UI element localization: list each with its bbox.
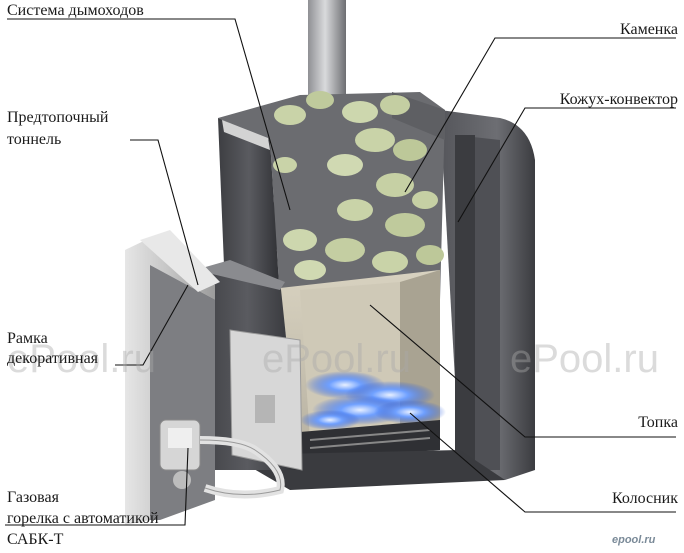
leader-heater-stones (404, 37, 676, 193)
label-decorative-frame-1: Рамка (7, 330, 48, 347)
leader-grate (409, 412, 676, 513)
burner-flames (300, 371, 446, 430)
label-gas-burner-3: САБК-Т (7, 531, 64, 548)
leader-flue-system (7, 18, 291, 211)
label-decorative-frame-2: декоративная (7, 350, 99, 367)
watermark-right: ePool.ru (510, 337, 659, 381)
label-convector-casing: Кожух-конвектор (559, 91, 678, 108)
label-gas-burner-2: горелка с автоматикой (7, 510, 159, 527)
label-grate: Колосник (611, 490, 678, 507)
label-pre-firebox-tunnel-1: Предтопочный (7, 109, 109, 126)
label-heater-stones: Каменка (620, 21, 678, 38)
burner-control-plate (229, 329, 303, 471)
leader-pre-firebox-tunnel (130, 139, 199, 286)
heater-box (218, 92, 445, 300)
convector-casing (440, 110, 535, 480)
watermark-left: ePool.ru (7, 337, 156, 381)
leader-decorative-frame (115, 284, 189, 366)
gas-burner-automatics (159, 419, 285, 499)
grate (300, 420, 440, 460)
label-gas-burner-1: Газовая (7, 489, 59, 506)
watermark-center: ePool.ru (262, 337, 411, 381)
heater-stones (273, 91, 444, 280)
corner-logo: epool.ru (612, 534, 656, 546)
label-pre-firebox-tunnel-2: тоннель (7, 131, 62, 148)
label-firebox: Топка (638, 414, 678, 431)
leader-lines (5, 18, 676, 526)
leader-gas-burner (5, 447, 189, 526)
leader-firebox (369, 304, 676, 438)
leader-convector-casing (457, 107, 676, 223)
label-flue-system: Система дымоходов (7, 2, 144, 19)
